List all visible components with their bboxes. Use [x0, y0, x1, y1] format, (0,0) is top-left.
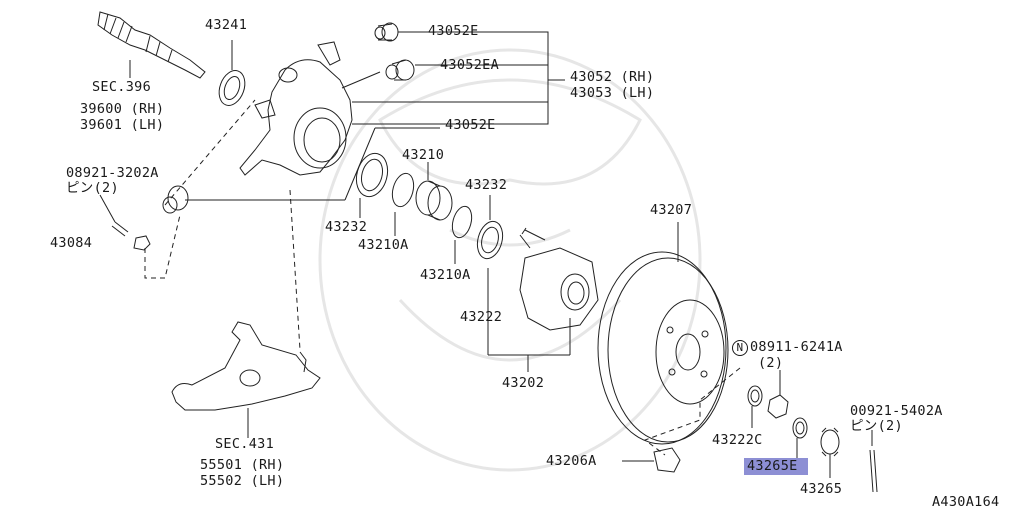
pin-08921-shape: [99, 194, 129, 237]
seal-43241-shape: [218, 40, 246, 106]
label-43222: 43222: [460, 309, 503, 325]
nut-08911-shape: [767, 370, 789, 419]
label-55502-lh: 55502 (LH): [200, 473, 285, 489]
bearing-43210-shape: [415, 162, 453, 221]
snap-ring-a-shape: [391, 172, 415, 236]
label-43241: 43241: [205, 17, 248, 33]
figure-code: A430A164: [932, 494, 1000, 510]
label-43052E-mid: 43052E: [445, 117, 496, 133]
label-43210: 43210: [402, 147, 445, 163]
label-43265: 43265: [800, 481, 843, 497]
label-43053-lh: 43053 (LH): [570, 85, 655, 101]
label-43207: 43207: [650, 202, 693, 218]
washer-43265E-shape: [792, 417, 808, 458]
dust-cap-43206A-shape: [622, 447, 681, 473]
label-55501-rh: 55501 (RH): [200, 457, 285, 473]
n-mark-icon: N: [732, 340, 748, 356]
lower-arm-shape: [171, 321, 321, 438]
label-00921-pin: ピン(2): [850, 418, 903, 434]
label-sec396: SEC.396: [92, 79, 151, 95]
castle-nut-43265-shape: [820, 427, 840, 478]
label-43084: 43084: [50, 235, 93, 251]
snap-ring-b-shape: [451, 205, 473, 264]
washer-43222C-shape: [747, 385, 763, 428]
label-43052EA: 43052EA: [440, 57, 499, 73]
label-43232-a: 43232: [325, 219, 368, 235]
label-08911-qty: (2): [758, 355, 784, 371]
label-00921-5402A: 00921-5402A: [850, 403, 943, 419]
label-39600-rh: 39600 (RH): [80, 101, 165, 117]
hub-43202-shape: [487, 227, 599, 372]
bushing-43052EA-shape: [385, 59, 415, 81]
rotor-43207-shape: [597, 222, 729, 445]
label-43222C: 43222C: [712, 432, 763, 448]
label-43202: 43202: [502, 375, 545, 391]
label-39601-lh: 39601 (LH): [80, 117, 165, 133]
seal-43232-b-shape: [476, 195, 504, 260]
bushing-43052E-top-shape: [374, 22, 399, 42]
label-43210A-a: 43210A: [358, 237, 409, 253]
label-43206A: 43206A: [546, 453, 597, 469]
seal-43232-a-shape: [355, 152, 389, 218]
label-43232-b: 43232: [465, 177, 508, 193]
nut-43084-shape: [133, 235, 151, 251]
watermark-logo: [318, 48, 702, 472]
label-43210A-b: 43210A: [420, 267, 471, 283]
label-43265E-highlighted[interactable]: 43265E: [744, 458, 808, 475]
label-43052-rh: 43052 (RH): [570, 69, 655, 85]
label-08911-code: 08911-6241A: [750, 339, 843, 355]
label-sec431: SEC.431: [215, 436, 274, 452]
knuckle-shape: [239, 41, 353, 176]
label-08921-3202A: 08921-3202A: [66, 165, 159, 181]
label-43052E-top: 43052E: [428, 23, 479, 39]
label-08921-pin: ピン(2): [66, 180, 119, 196]
bushing-lower-shape: [162, 185, 189, 214]
drive-shaft-shape: [97, 11, 206, 79]
cotter-pin-00921-shape: [869, 430, 878, 493]
